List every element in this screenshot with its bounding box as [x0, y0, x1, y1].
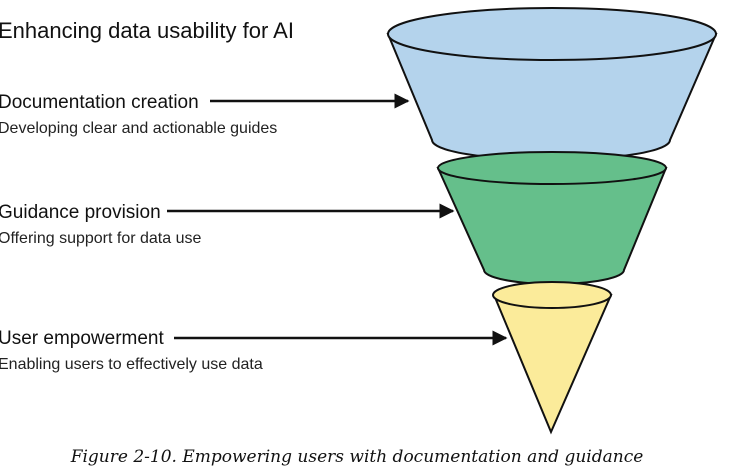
stage-heading-documentation: Documentation creation: [0, 92, 199, 113]
funnel-middle-rim: [437, 151, 667, 185]
funnel-bottom-cone: [492, 294, 613, 435]
stage-description-documentation: Developing clear and actionable guides: [0, 120, 277, 137]
funnel-bottom-rim: [492, 281, 612, 309]
stage-heading-empowerment: User empowerment: [0, 328, 164, 349]
stage-description-guidance: Offering support for data use: [0, 230, 201, 247]
figure-caption: Figure 2-10. Empowering users with docum…: [70, 447, 644, 466]
funnel-stage-guidance: [436, 151, 668, 285]
funnel-top-rim: [387, 7, 717, 61]
stage-heading-guidance: Guidance provision: [0, 202, 161, 223]
funnel-stage-empowerment: [492, 281, 613, 435]
funnel-stage-documentation: [386, 7, 718, 161]
diagram-title: Enhancing data usability for AI: [0, 18, 294, 43]
stage-description-empowerment: Enabling users to effectively use data: [0, 356, 263, 373]
funnel-middle-body: [436, 167, 668, 285]
